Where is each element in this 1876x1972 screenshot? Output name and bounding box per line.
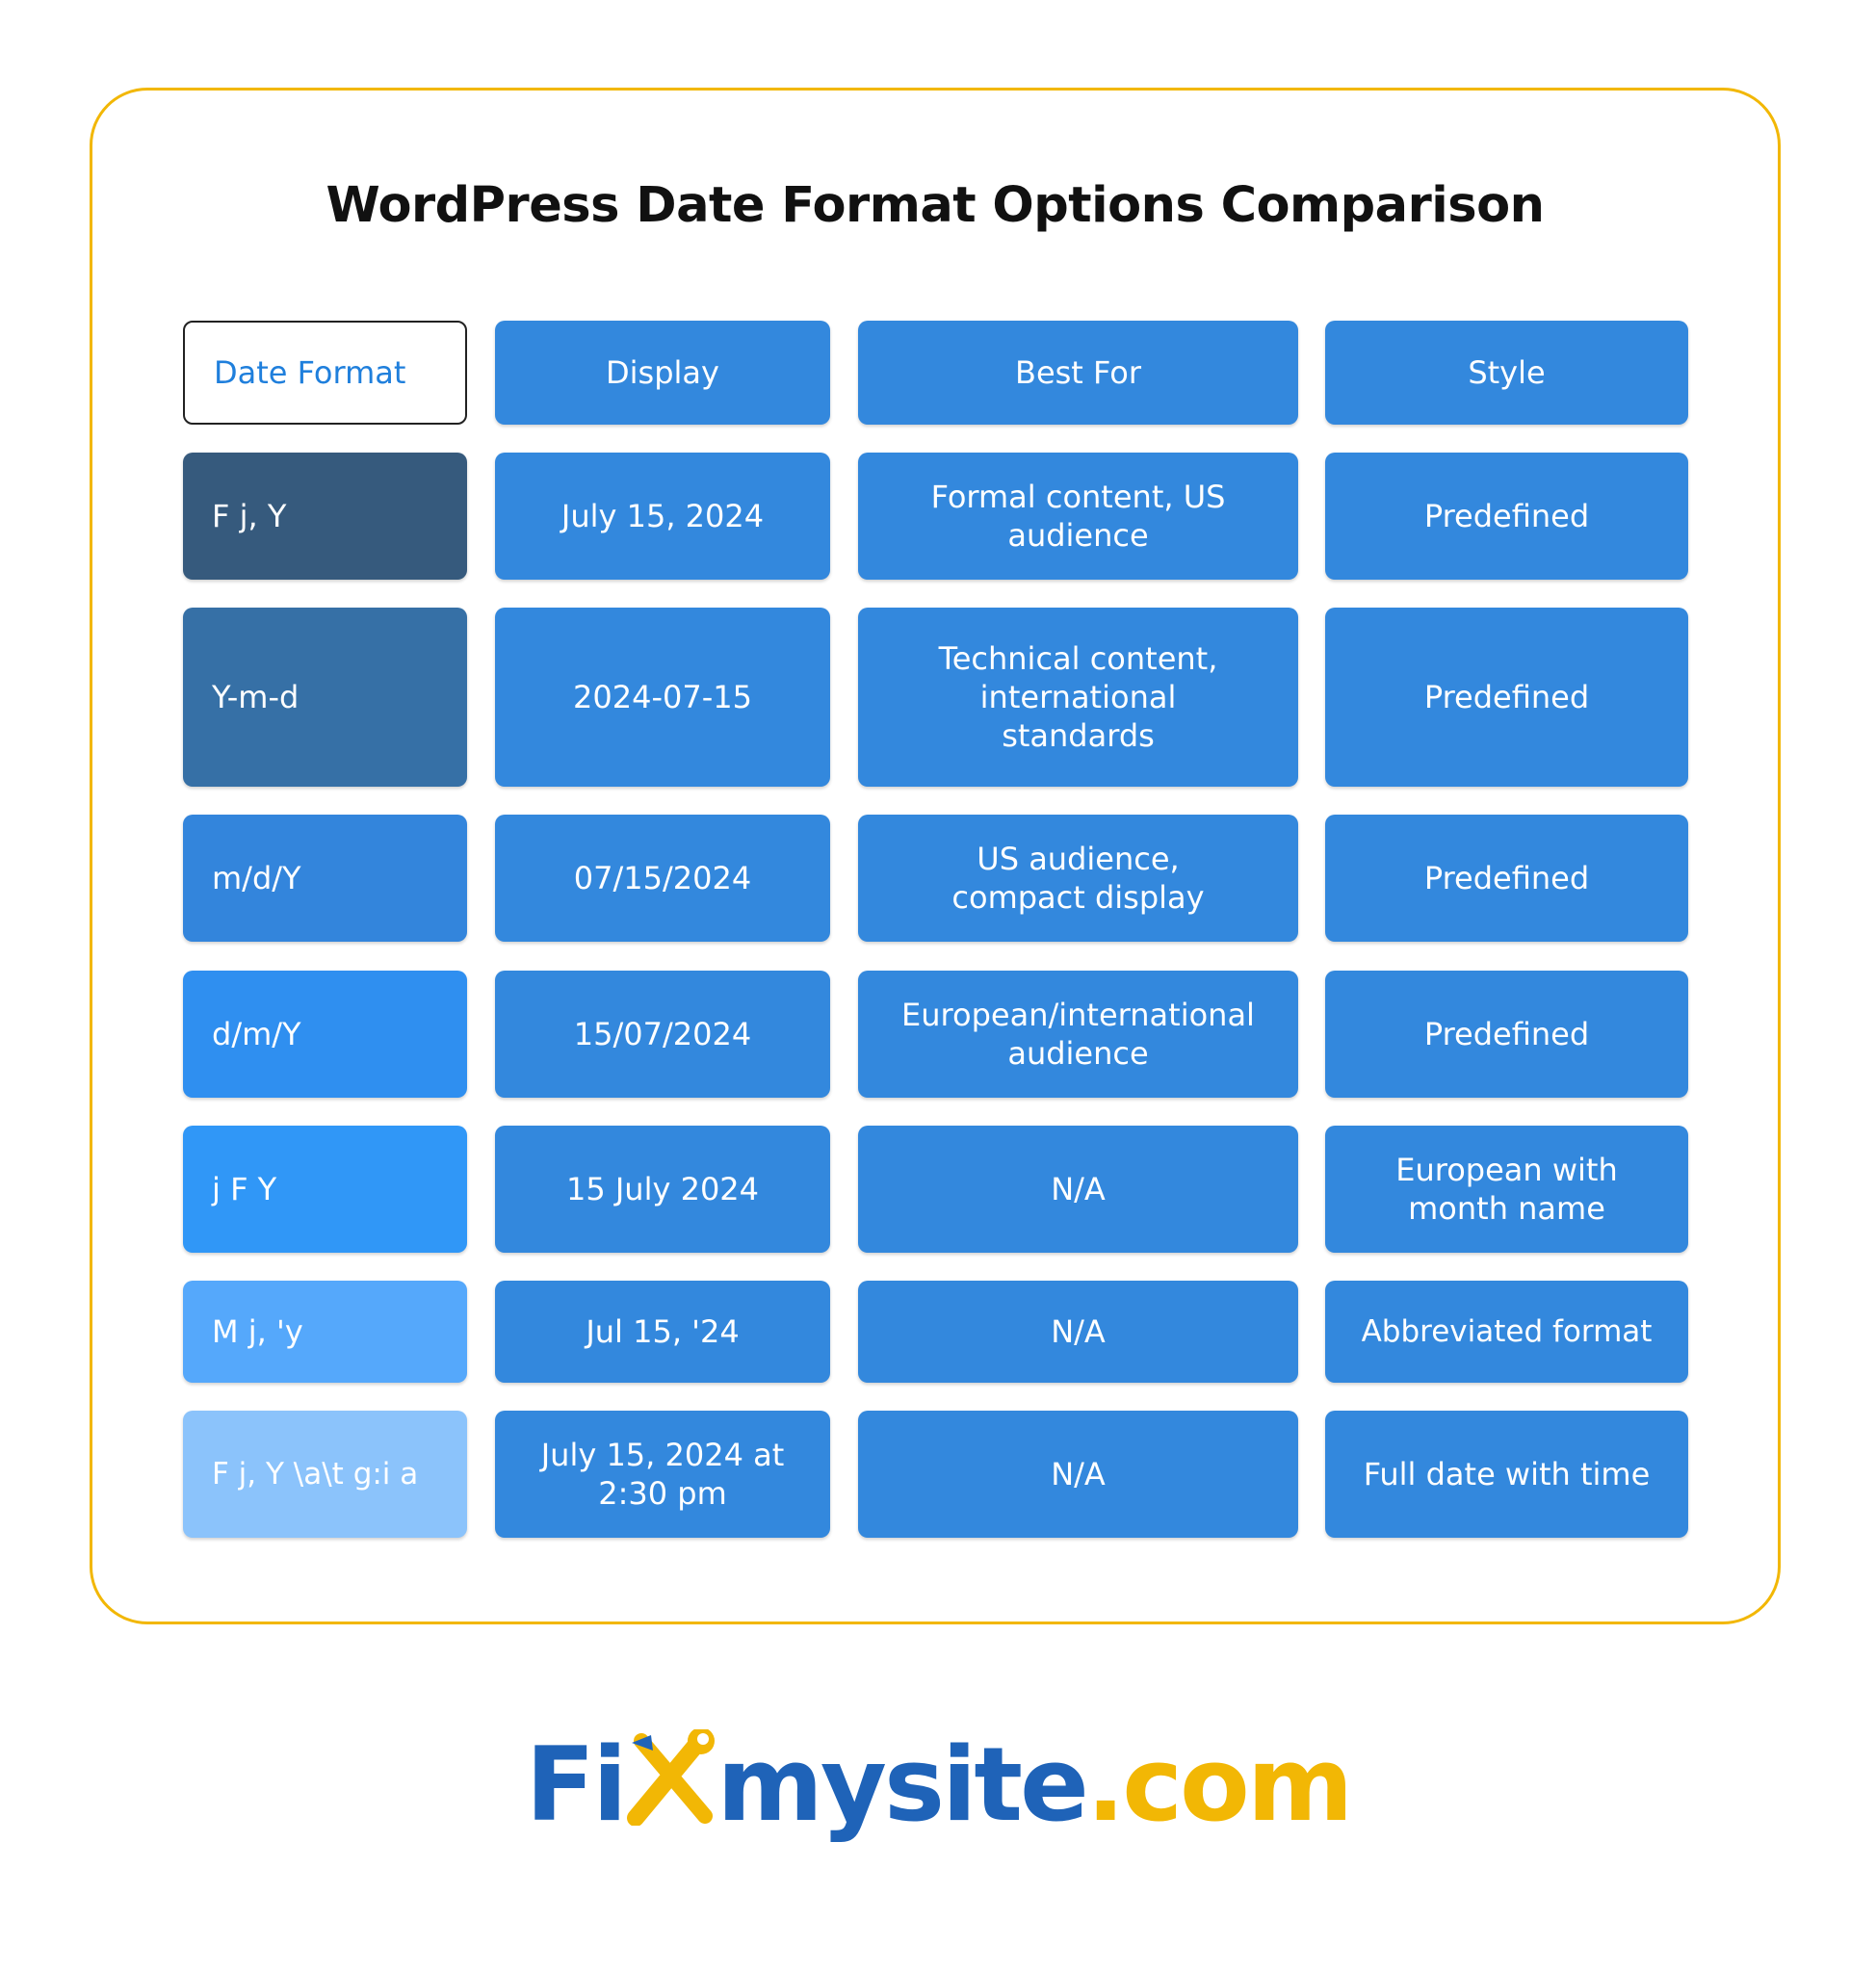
row-display-cell: July 15, 2024 [495,453,830,580]
row-display-cell: Jul 15, '24 [495,1281,830,1383]
logo-text-mysite: mysite [717,1726,1089,1844]
row-best-for-cell: Technical content, international standar… [858,608,1298,787]
header-date-format: Date Format [183,321,467,425]
row-format-cell: m/d/Y [183,815,467,942]
row-format-cell: M j, 'y [183,1281,467,1383]
row-best-for-cell: European/international audience [858,971,1298,1098]
row-format-cell: Y-m-d [183,608,467,787]
logo-text-com: .com [1085,1726,1353,1844]
row-style-cell: Abbreviated format [1325,1281,1688,1383]
fixmysite-logo: Fi mysite.com [0,1726,1876,1844]
row-format-cell: F j, Y [183,453,467,580]
row-style-cell: Predefined [1325,453,1688,580]
row-style-cell: Predefined [1325,608,1688,787]
header-style: Style [1325,321,1688,425]
row-style-cell: Predefined [1325,815,1688,942]
row-display-cell: 15 July 2024 [495,1126,830,1253]
row-style-cell: Predefined [1325,971,1688,1098]
header-best-for: Best For [858,321,1298,425]
row-display-cell: July 15, 2024 at 2:30 pm [495,1411,830,1538]
row-best-for-cell: N/A [858,1411,1298,1538]
page-title: WordPress Date Format Options Comparison [326,177,1545,234]
row-format-cell: j F Y [183,1126,467,1253]
row-best-for-cell: US audience, compact display [858,815,1298,942]
row-display-cell: 2024-07-15 [495,608,830,787]
row-best-for-cell: Formal content, US audience [858,453,1298,580]
row-display-cell: 07/15/2024 [495,815,830,942]
logo-text-fi: Fi [525,1726,628,1844]
row-style-cell: Full date with time [1325,1411,1688,1538]
wrench-x-icon [624,1727,717,1842]
row-format-cell: d/m/Y [183,971,467,1098]
row-display-cell: 15/07/2024 [495,971,830,1098]
row-best-for-cell: N/A [858,1126,1298,1253]
row-format-cell: F j, Y \a\t g:i a [183,1411,467,1538]
row-style-cell: European with month name [1325,1126,1688,1253]
header-display: Display [495,321,830,425]
row-best-for-cell: N/A [858,1281,1298,1383]
